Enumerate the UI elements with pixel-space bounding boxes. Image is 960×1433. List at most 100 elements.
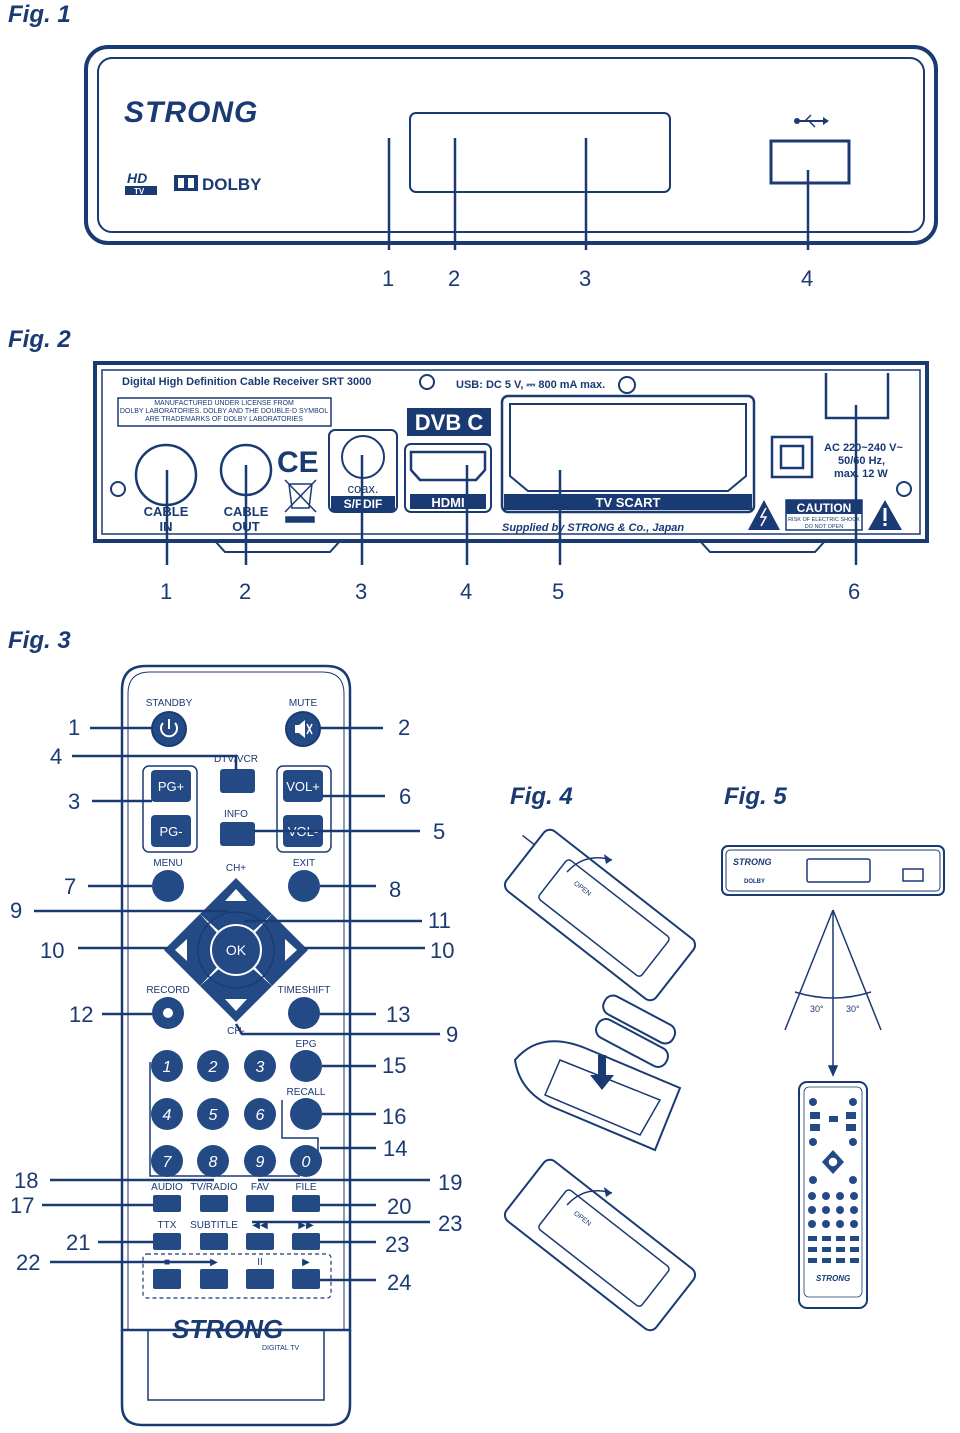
file-button bbox=[292, 1195, 320, 1212]
svg-text:7: 7 bbox=[163, 1154, 173, 1171]
weee-bin-icon bbox=[284, 479, 317, 523]
standby-button bbox=[151, 711, 187, 747]
play-alt-icon: ▶ bbox=[302, 1257, 310, 1268]
battery-step-3: OPEN bbox=[503, 1158, 697, 1332]
power-rating-line-2: 50/60 Hz, bbox=[838, 455, 885, 467]
scart-connector bbox=[509, 403, 747, 492]
fast-forward-label: ▶▶ bbox=[298, 1220, 314, 1231]
insert-arrow-icon bbox=[590, 1055, 614, 1090]
svg-text:HD: HD bbox=[127, 170, 147, 186]
fav-label: FAV bbox=[251, 1182, 269, 1193]
digit-9-button bbox=[244, 1145, 276, 1177]
svg-text:DOLBY: DOLBY bbox=[202, 175, 262, 194]
timeshift-label: TIMESHIFT bbox=[278, 985, 331, 996]
fig3-callout-4: 4 bbox=[50, 744, 62, 769]
ok-label: OK bbox=[226, 942, 247, 958]
remote-control: STANDBY MUTE DTV/VCR PG+ PG- VOL+ VOL- I… bbox=[120, 664, 352, 1427]
epg-label: EPG bbox=[295, 1039, 316, 1050]
digit-3-button bbox=[244, 1050, 276, 1082]
svg-text:8: 8 bbox=[209, 1154, 218, 1171]
front-display-window bbox=[409, 112, 671, 193]
ch-minus-label: CH- bbox=[227, 1026, 245, 1037]
hdmi-connector bbox=[409, 450, 487, 482]
license-line-2: DOLBY LABORATORIES. DOLBY AND THE DOUBLE… bbox=[120, 408, 328, 415]
dolby-logo: DOLBY bbox=[174, 175, 262, 194]
tv-radio-label: TV/RADIO bbox=[190, 1182, 237, 1193]
fav-button bbox=[246, 1195, 274, 1212]
double-insulation-symbol bbox=[770, 435, 814, 479]
small-receiver-dolby: DOLBY bbox=[744, 879, 765, 885]
battery-icon-2 bbox=[595, 1018, 669, 1068]
stop-button bbox=[153, 1269, 181, 1289]
power-rating-line-1: AC 220~240 V~ bbox=[824, 442, 903, 454]
fig1-callout-4: 4 bbox=[801, 266, 813, 291]
ir-angle-diagram bbox=[784, 909, 882, 1077]
pg-minus-label: PG- bbox=[159, 824, 182, 839]
supplier-label: Supplied by STRONG & Co., Japan bbox=[502, 522, 684, 534]
tv-radio-button bbox=[200, 1195, 228, 1212]
remote-brand-sub: DIGITAL TV bbox=[262, 1345, 300, 1352]
record-button bbox=[152, 997, 184, 1029]
battery-step-1: OPEN bbox=[503, 828, 697, 1002]
fig3-callout-21: 21 bbox=[66, 1230, 90, 1255]
mute-label: MUTE bbox=[289, 698, 318, 709]
nav-right-button bbox=[254, 914, 308, 986]
ir-angle-right: 30° bbox=[846, 1004, 860, 1014]
info-label: INFO bbox=[224, 809, 248, 820]
hd-tv-logo: HD TV bbox=[125, 170, 157, 196]
license-line-3: ARE TRADEMARKS OF DOLBY LABORATORIES bbox=[145, 416, 303, 423]
svg-text:4: 4 bbox=[163, 1107, 172, 1124]
small-remote-brand: STRONG bbox=[816, 1274, 850, 1283]
play-alt-button bbox=[292, 1269, 320, 1289]
ce-mark: CE bbox=[277, 446, 319, 479]
rear-model-label: Digital High Definition Cable Receiver S… bbox=[122, 376, 371, 388]
standby-label: STANDBY bbox=[146, 698, 193, 709]
digit-1-button bbox=[151, 1050, 183, 1082]
fig3-callout-23a: 23 bbox=[438, 1211, 462, 1236]
svg-text:1: 1 bbox=[163, 1059, 172, 1076]
fig2-callout-2: 2 bbox=[239, 579, 251, 604]
fig3-callout-19: 19 bbox=[438, 1170, 462, 1195]
file-label: FILE bbox=[295, 1182, 316, 1193]
recall-label: RECALL bbox=[287, 1087, 326, 1098]
pg-plus-button bbox=[151, 770, 191, 802]
ok-button bbox=[210, 924, 262, 976]
fig5-title: Fig. 5 bbox=[724, 783, 787, 810]
fig3-callout-lines bbox=[34, 726, 440, 1282]
audio-button bbox=[153, 1195, 181, 1212]
nav-down-button bbox=[200, 968, 272, 1022]
ttx-button bbox=[153, 1233, 181, 1250]
navigation-pad: OK bbox=[164, 878, 308, 1022]
fig3-callout-11: 11 bbox=[428, 908, 451, 933]
svg-text:0: 0 bbox=[302, 1154, 311, 1171]
nav-down-arrow-icon bbox=[225, 999, 247, 1011]
nav-left-arrow-icon bbox=[175, 939, 187, 961]
record-dot-icon bbox=[163, 1008, 173, 1018]
pause-icon: II bbox=[257, 1257, 263, 1268]
license-line-1: MANUFACTURED UNDER LICENSE FROM bbox=[154, 400, 294, 407]
pause-button bbox=[246, 1269, 274, 1289]
fig2-callout-lines bbox=[165, 405, 858, 565]
vol-plus-button bbox=[283, 770, 323, 802]
svg-text:5: 5 bbox=[209, 1107, 218, 1124]
pg-plus-label: PG+ bbox=[158, 779, 184, 794]
rewind-label: ◀◀ bbox=[252, 1220, 268, 1231]
fig3-callout-3: 3 bbox=[68, 789, 80, 814]
fig3-callout-1: 1 bbox=[68, 715, 80, 740]
nav-right-arrow-icon bbox=[285, 939, 297, 961]
nav-left-button bbox=[164, 914, 218, 986]
svg-text:TV: TV bbox=[134, 187, 145, 196]
remote-brand-logo: STRONG bbox=[172, 1314, 283, 1344]
fig2-callout-4: 4 bbox=[460, 579, 472, 604]
ttx-label: TTX bbox=[158, 1220, 177, 1231]
caution-label: CAUTION bbox=[797, 501, 852, 515]
menu-label: MENU bbox=[153, 858, 182, 869]
battery-icon-1 bbox=[602, 994, 677, 1045]
fig3-callout-16: 16 bbox=[382, 1104, 406, 1129]
battery-cover-open-label-1: OPEN bbox=[572, 880, 592, 898]
fig3-callout-14: 14 bbox=[383, 1136, 407, 1161]
fig3-callout-10a: 10 bbox=[40, 938, 64, 963]
subtitle-button bbox=[200, 1233, 228, 1250]
fig3-callout-7: 7 bbox=[64, 874, 76, 899]
svg-text:2: 2 bbox=[208, 1059, 218, 1076]
